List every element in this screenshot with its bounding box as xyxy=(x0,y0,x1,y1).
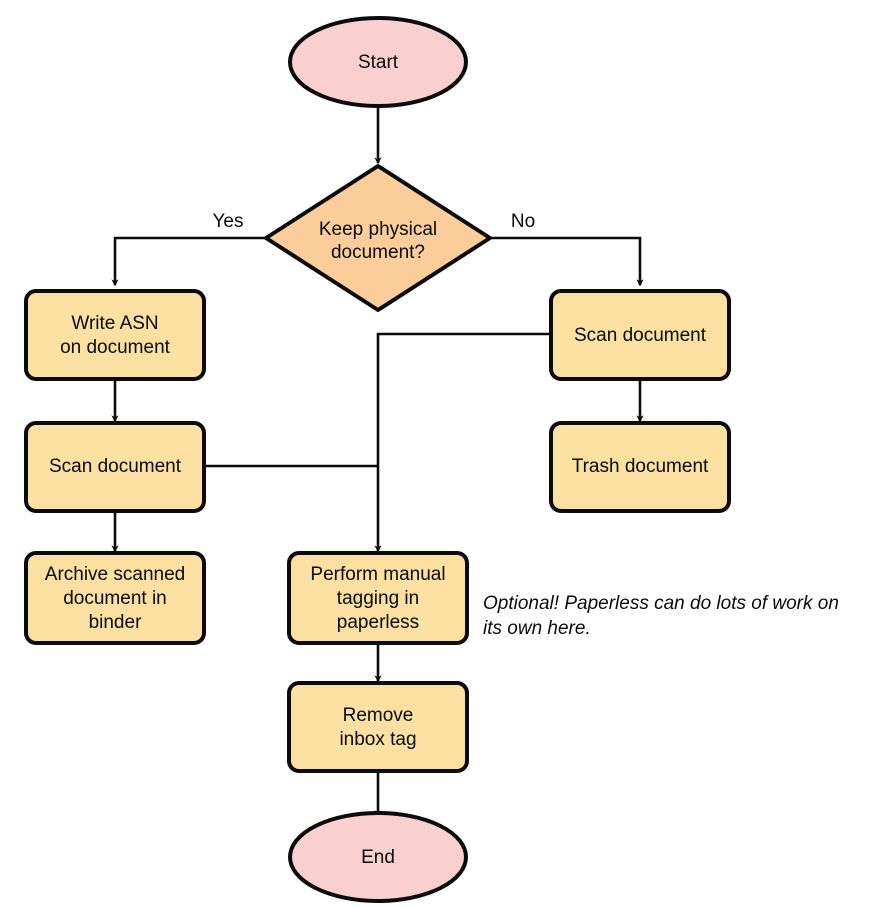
node-end[interactable]: End xyxy=(288,811,468,903)
annotation-optional-note: Optional! Paperless can do lots of work … xyxy=(483,593,839,639)
remove-inbox-label-line1: Remove xyxy=(343,705,414,726)
annotation-line1: Optional! Paperless can do lots of work … xyxy=(483,593,839,614)
node-scan-document-right[interactable]: Scan document xyxy=(549,289,731,381)
write-asn-box xyxy=(24,289,206,381)
archive-label-line1: Archive scanned xyxy=(45,564,185,585)
write-asn-label-line2: on document xyxy=(60,337,171,358)
edges-layer xyxy=(111,103,644,818)
archive-label-line2: document in xyxy=(63,588,167,609)
trash-box xyxy=(549,421,731,513)
tagging-label-line1: Perform manual xyxy=(310,564,445,585)
node-trash-document[interactable]: Trash document xyxy=(549,421,731,513)
node-start[interactable]: Start xyxy=(288,16,468,108)
annotation-line2: its own here. xyxy=(483,618,591,639)
tagging-box xyxy=(287,551,469,645)
node-scan-document-left[interactable]: Scan document xyxy=(24,421,206,513)
edge-decision-yes-to-write-asn xyxy=(111,236,266,287)
end-label: End xyxy=(361,847,395,868)
node-decision-keep-physical-document[interactable]: Keep physical document? xyxy=(264,164,492,312)
edge-label-no: No xyxy=(511,211,535,232)
decision-diamond xyxy=(264,164,492,312)
edge-label-yes: Yes xyxy=(213,211,244,232)
scan-right-label: Scan document xyxy=(574,325,707,346)
scan-left-label: Scan document xyxy=(49,456,182,477)
decision-label-line2: document? xyxy=(331,242,425,263)
edge-scan-right-to-tagging xyxy=(374,332,552,553)
scan-left-box xyxy=(24,421,206,513)
tagging-label-line2: tagging in xyxy=(337,588,419,609)
archive-box xyxy=(24,551,206,645)
node-write-asn-on-document[interactable]: Write ASN on document xyxy=(24,289,206,381)
edge-decision-no-to-scan-right xyxy=(490,236,644,287)
archive-label-line3: binder xyxy=(89,612,142,633)
node-perform-manual-tagging[interactable]: Perform manual tagging in paperless xyxy=(287,551,469,645)
trash-label: Trash document xyxy=(572,456,709,477)
remove-inbox-box xyxy=(287,681,469,773)
node-archive-scanned-document[interactable]: Archive scanned document in binder xyxy=(24,551,206,645)
node-remove-inbox-tag[interactable]: Remove inbox tag xyxy=(287,681,469,773)
scan-right-box xyxy=(549,289,731,381)
end-ellipse xyxy=(288,811,468,903)
decision-label-line1: Keep physical xyxy=(319,219,437,240)
start-label: Start xyxy=(358,52,399,73)
write-asn-label-line1: Write ASN xyxy=(71,313,158,334)
remove-inbox-label-line2: inbox tag xyxy=(339,729,416,750)
start-ellipse xyxy=(288,16,468,108)
tagging-label-line3: paperless xyxy=(337,612,419,633)
